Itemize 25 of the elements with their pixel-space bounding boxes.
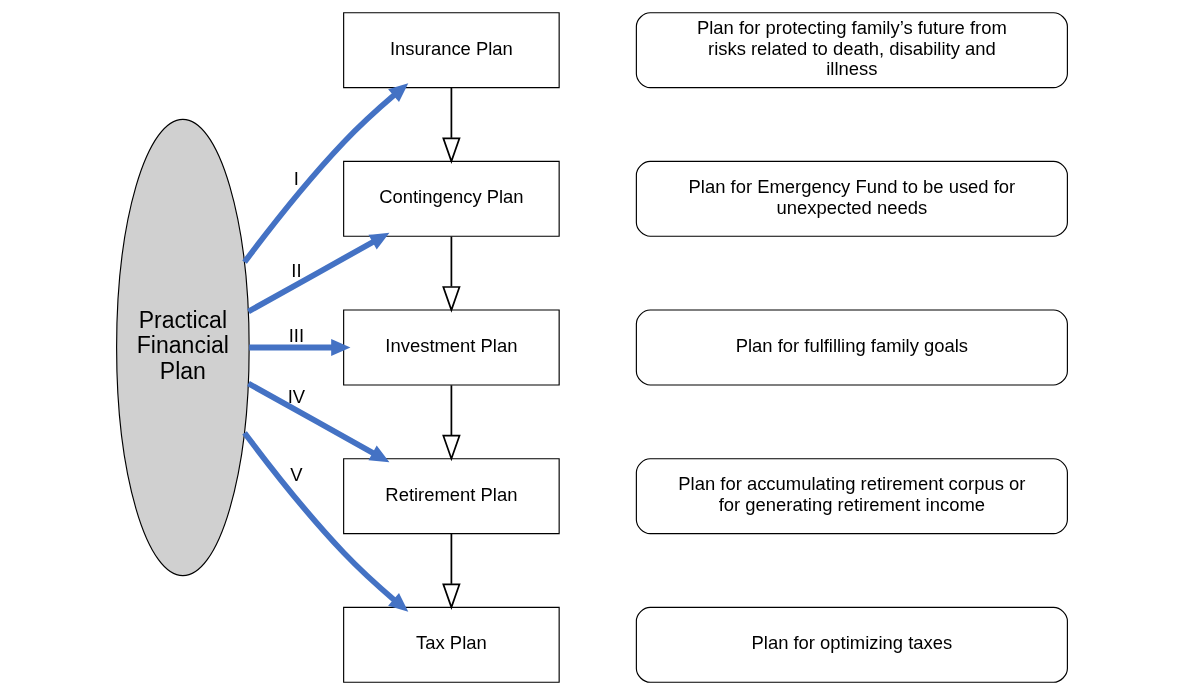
node-box: Plan for Emergency Fund to be used for unexpected needs: [635, 160, 1068, 237]
arrow: [247, 232, 390, 315]
edge-label: V: [290, 463, 303, 485]
arrow: [442, 87, 461, 164]
node-box: Plan for protecting family’s future from risks related to death, disability and illness: [635, 12, 1068, 89]
node-box: Plan for optimizing taxes: [635, 606, 1068, 683]
arrow: [249, 339, 351, 356]
node-ellipse: Practical Financial Plan: [116, 118, 250, 577]
arrow: [242, 83, 409, 264]
edge-label: I: [293, 167, 299, 189]
arrow: [442, 533, 461, 610]
edge-label: III: [288, 324, 305, 346]
edge-label: II: [291, 259, 302, 281]
node-box: Investment Plan: [343, 309, 560, 386]
arrow: [442, 235, 461, 313]
node-box: Tax Plan: [343, 606, 560, 683]
arrow: [247, 380, 390, 463]
arrow: [442, 384, 461, 462]
node-box: Retirement Plan: [343, 458, 560, 535]
node-box: Plan for fulfilling family goals: [635, 309, 1068, 386]
node-box: Plan for accumulating retirement corpus or for generating retirement income: [635, 458, 1068, 535]
node-box: Insurance Plan: [343, 12, 560, 89]
arrow: [242, 431, 409, 612]
node-box: Contingency Plan: [343, 160, 560, 237]
edge-label: IV: [287, 385, 306, 407]
